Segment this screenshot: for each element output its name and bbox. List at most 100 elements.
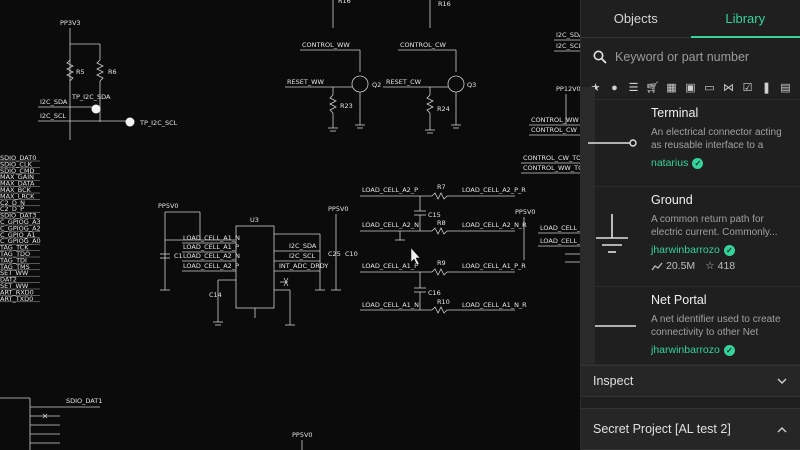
- card-title: Net Portal: [651, 293, 707, 307]
- net-label: I2C_SDA: [40, 98, 68, 106]
- net-label: CONTROL_CW: [400, 41, 447, 49]
- pin-label: INT_ADC_DRDY: [279, 262, 328, 270]
- net-label: PP3V3: [60, 19, 81, 27]
- left-net-label: MAX_GAIN: [0, 173, 34, 181]
- ref-label: U3: [250, 216, 259, 224]
- library-card-net-portal[interactable]: Net Portal A net identifier used to crea…: [581, 287, 800, 365]
- ref-label: R7: [437, 183, 446, 191]
- left-net-label: MAX_LRCK: [0, 192, 35, 200]
- section-title: Inspect: [593, 374, 634, 388]
- pin-label: LOAD_CELL_A1_P: [183, 243, 239, 251]
- net-label: CONTROL_CW: [531, 126, 578, 134]
- ref-label: Q2: [372, 81, 381, 89]
- schematic-drawing[interactable]: PP3V3 R5 R6 I2C_SDA I2C_SCL TP_I2C_SDA T…: [0, 0, 580, 450]
- card-title: Ground: [651, 193, 693, 207]
- project-section-header[interactable]: Secret Project [AL test 2]: [581, 408, 800, 450]
- card-title: Terminal: [651, 106, 699, 120]
- card-description: A net identifier used to create connecti…: [651, 314, 781, 338]
- star-outline-icon: ☆: [705, 260, 715, 272]
- search-icon: [593, 50, 607, 64]
- net-label: RESET_WW: [287, 78, 325, 86]
- terminal-symbol-icon: [581, 100, 643, 186]
- net-label: LOAD_CELL_A2_N_R: [462, 221, 527, 229]
- net-label: PP5V0: [515, 208, 536, 216]
- author-name: jharwinbarrozo: [651, 344, 720, 356]
- board-icon[interactable]: ▦: [666, 82, 677, 94]
- star-icon[interactable]: ★: [590, 82, 601, 94]
- star-count: 418: [717, 260, 736, 272]
- library-card-ground[interactable]: Ground A common return path for electric…: [581, 187, 800, 287]
- card-author[interactable]: jharwinbarrozo✓: [651, 344, 792, 356]
- left-net-label: C_GPIOG_A3: [0, 218, 41, 226]
- left-net-label: C2_D_P: [0, 205, 24, 213]
- card-author[interactable]: natarius✓: [651, 157, 792, 169]
- net-label: LOAD_CELL_A2_N: [540, 237, 580, 245]
- filter-toolbar: ★ ● ☰ 🛒︎ ▦ ▣ ▭ ⋈ ☑ ❚ ▤: [581, 76, 800, 100]
- search-bar: [581, 38, 800, 76]
- net-label: PP5V0: [328, 205, 349, 213]
- net-label: PP12V0: [556, 85, 580, 93]
- net-label: LOAD_CELL_A1_P: [362, 262, 418, 270]
- net-label: CONTROL_WW: [531, 116, 579, 124]
- pin-label: I2C_SCL: [289, 252, 316, 260]
- left-net-label: SDIO_CLK: [0, 160, 33, 168]
- left-net-label: SDIO_DAT3: [0, 212, 36, 220]
- tab-library[interactable]: Library: [690, 0, 800, 38]
- test-point[interactable]: [125, 117, 135, 127]
- tab-label: Objects: [613, 11, 658, 26]
- user-icon[interactable]: ●: [611, 81, 618, 94]
- left-net-label: ART_RXD0: [0, 288, 34, 296]
- test-point[interactable]: [91, 104, 101, 114]
- ref-label: R24: [437, 105, 450, 113]
- ref-label: C14: [209, 291, 222, 299]
- net-label: LOAD_CELL_A2_N: [362, 221, 419, 229]
- card-author[interactable]: jharwinbarrozo✓: [651, 244, 792, 256]
- net-label: I2C_SCL: [556, 42, 580, 50]
- search-input[interactable]: [615, 50, 788, 64]
- net-label: PP5V0: [158, 202, 179, 210]
- left-net-label: ART_TXD0: [0, 295, 33, 303]
- tab-objects[interactable]: Objects: [581, 0, 691, 37]
- net-label: CONTROL_WW_TOP: [523, 164, 580, 172]
- tab-label: Library: [725, 11, 766, 26]
- net-label: LOAD_CELL_A1_N: [362, 301, 419, 309]
- download-count: 20.5M: [666, 260, 696, 272]
- ref-label: C10: [345, 250, 358, 258]
- net-label: LOAD_CELL_A2_P_R: [462, 186, 526, 194]
- net-label: SDIO_DAT1: [66, 397, 102, 405]
- net-label: LOAD_CELL_A1_N_R: [462, 301, 527, 309]
- pin-label: LOAD_CELL_A2_P: [183, 262, 239, 270]
- list-gutter: [581, 87, 595, 364]
- left-net-label: TAG_TDO: [0, 250, 30, 258]
- panel-tabs: Objects Library: [581, 0, 800, 38]
- battery-icon[interactable]: ▭: [704, 82, 715, 94]
- grid-icon[interactable]: ▤: [780, 82, 791, 94]
- footprint-icon[interactable]: ❚: [761, 82, 772, 94]
- cart-icon[interactable]: 🛒︎: [645, 82, 660, 94]
- verified-icon: ✓: [723, 344, 735, 356]
- net-label: RESET_CW: [386, 78, 422, 86]
- author-name: jharwinbarrozo: [651, 244, 720, 256]
- library-card-terminal[interactable]: Terminal An electrical connector acting …: [581, 100, 800, 187]
- left-net-label: TAG_TCK: [0, 244, 29, 252]
- chip-icon[interactable]: ▣: [685, 82, 696, 94]
- left-net-label: SET_WW: [0, 282, 29, 290]
- ground-symbol-icon: [581, 187, 643, 286]
- author-name: natarius: [651, 157, 689, 169]
- card-stats: 20.5M ☆418: [651, 260, 792, 272]
- net-label: TP_I2C_SDA: [71, 93, 111, 101]
- inspect-section-header[interactable]: Inspect: [581, 365, 800, 397]
- ref-label: R5: [76, 68, 85, 76]
- chevron-up-icon: [777, 426, 787, 432]
- left-net-label: C2_D_N: [0, 199, 25, 207]
- list-icon[interactable]: ☰: [628, 82, 639, 94]
- net-label: LOAD_CELL_A1_P_R: [462, 262, 526, 270]
- chevron-down-icon: [777, 378, 787, 384]
- ref-label: R10: [437, 298, 450, 306]
- left-net-label: SDIO_CMD: [0, 167, 35, 175]
- ic-u3[interactable]: [235, 225, 275, 309]
- checkbox-icon[interactable]: ☑: [742, 82, 753, 94]
- nodes-icon[interactable]: ⋈: [723, 82, 734, 94]
- schematic-canvas[interactable]: PP3V3 R5 R6 I2C_SDA I2C_SCL TP_I2C_SDA T…: [0, 0, 580, 450]
- verified-icon: ✓: [692, 157, 704, 169]
